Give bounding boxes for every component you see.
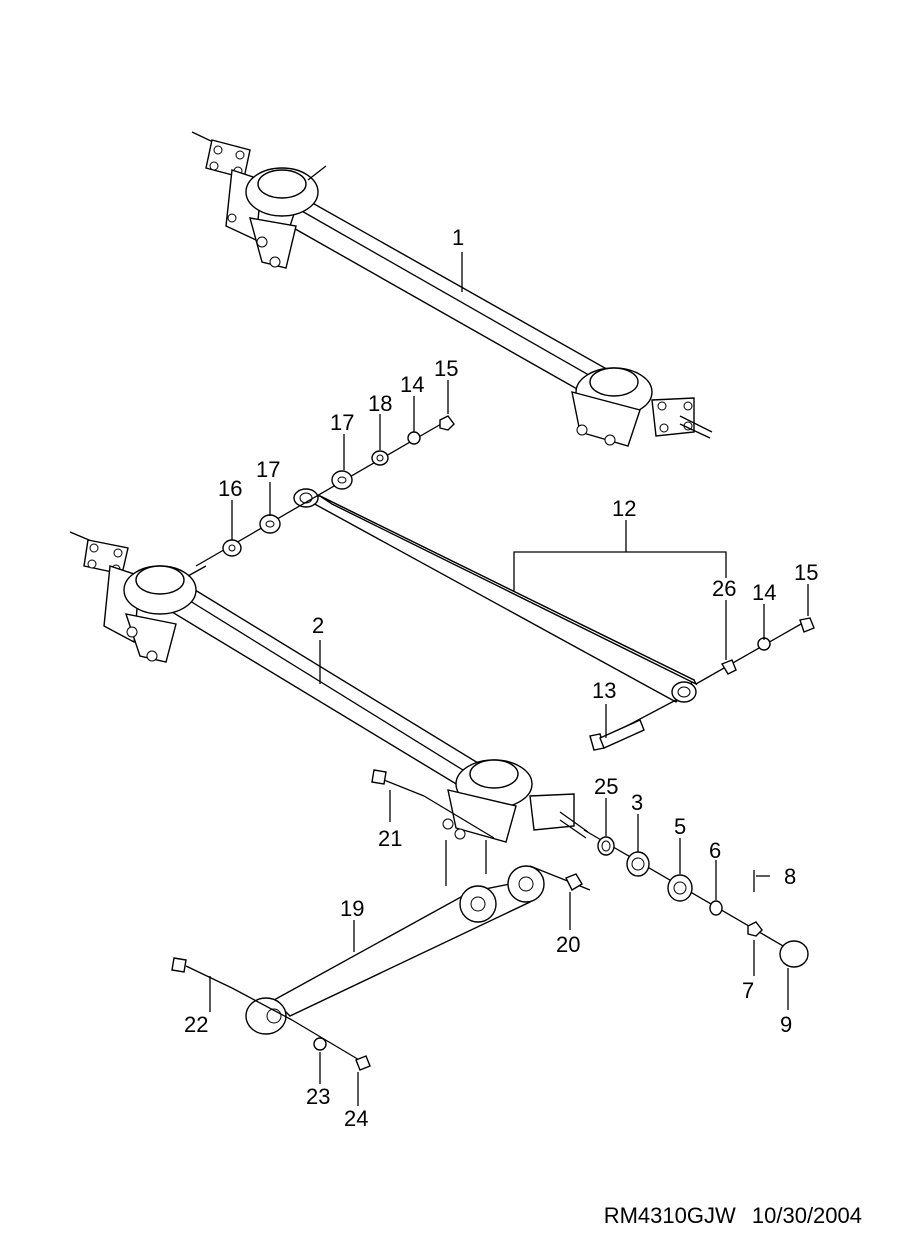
callout-5: 5	[674, 814, 686, 839]
callout-18: 18	[368, 391, 392, 416]
callout-12: 12	[612, 496, 636, 521]
hub-bearing-parts	[583, 829, 809, 968]
callout-22: 22	[184, 1012, 208, 1037]
rear-axle-assembly-lower	[69, 531, 589, 843]
callout-24: 24	[344, 1106, 368, 1131]
drawing-footer: RM4310GJW 10/30/2004	[594, 1203, 862, 1229]
callout-21: 21	[378, 826, 402, 851]
callout-1: 1	[452, 225, 464, 250]
callout-3: 3	[631, 790, 643, 815]
callout-9: 9	[780, 1012, 792, 1037]
callout-17-right: 17	[330, 410, 354, 435]
callout-2: 2	[312, 613, 324, 638]
drawing-code: RM4310GJW	[603, 1203, 736, 1228]
callout-14-upper: 14	[400, 372, 424, 397]
callout-17-left: 17	[256, 457, 280, 482]
callout-7: 7	[742, 978, 754, 1003]
lateral-rod-hardware-left	[195, 415, 455, 567]
trailing-arm	[171, 769, 591, 1071]
callout-15-right: 15	[794, 560, 818, 585]
callout-labels: 1 2 3 5 6 7 8 9 12 13 14 14 15 15 16 17 …	[184, 225, 818, 1131]
callout-19: 19	[340, 896, 364, 921]
callout-15-upper: 15	[434, 356, 458, 381]
lateral-rod-hardware-right	[589, 617, 815, 751]
callout-leaders	[209, 252, 809, 1106]
callout-25: 25	[594, 774, 618, 799]
callout-23: 23	[306, 1084, 330, 1109]
callout-13: 13	[592, 678, 616, 703]
drawing-date: 10/30/2004	[751, 1203, 862, 1228]
rear-axle-assembly-upper	[191, 131, 713, 447]
callout-8: 8	[784, 864, 796, 889]
callout-26: 26	[712, 576, 736, 601]
callout-16: 16	[218, 476, 242, 501]
callout-6: 6	[709, 838, 721, 863]
callout-20: 20	[556, 932, 580, 957]
callout-14-right: 14	[752, 580, 776, 605]
